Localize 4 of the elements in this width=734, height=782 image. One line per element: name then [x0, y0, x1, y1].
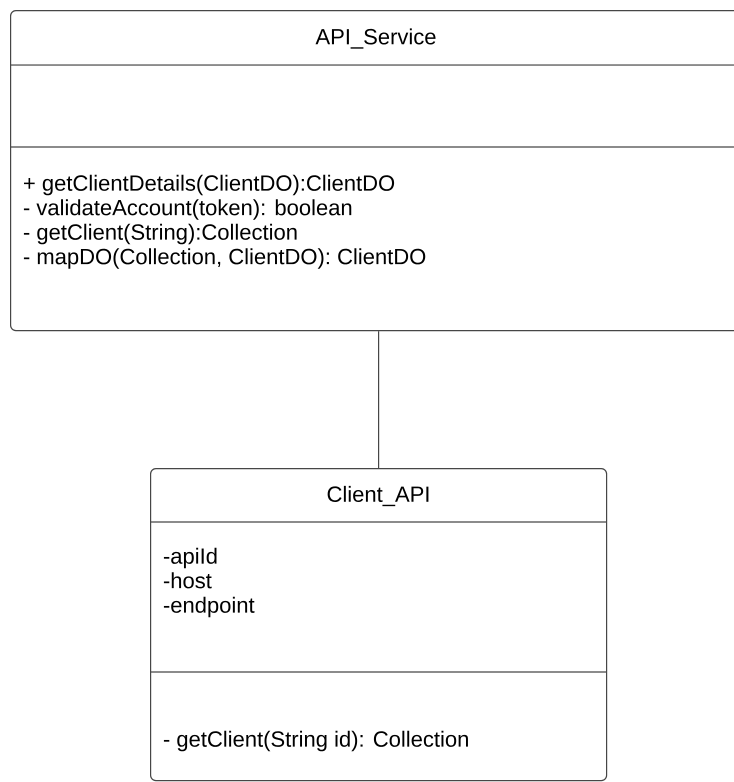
association-line — [378, 331, 380, 468]
compartment: -apiId -host -endpoint — [150, 521, 607, 618]
compartment: + getClientDetails(ClientDO):ClientDO - validateAccount(token): boolean - getClient(String):Collection - mapDO(Collection, ClientDO): ClientDO — [10, 146, 734, 269]
compartment: - getClient(String id): Collection — [150, 671, 607, 752]
